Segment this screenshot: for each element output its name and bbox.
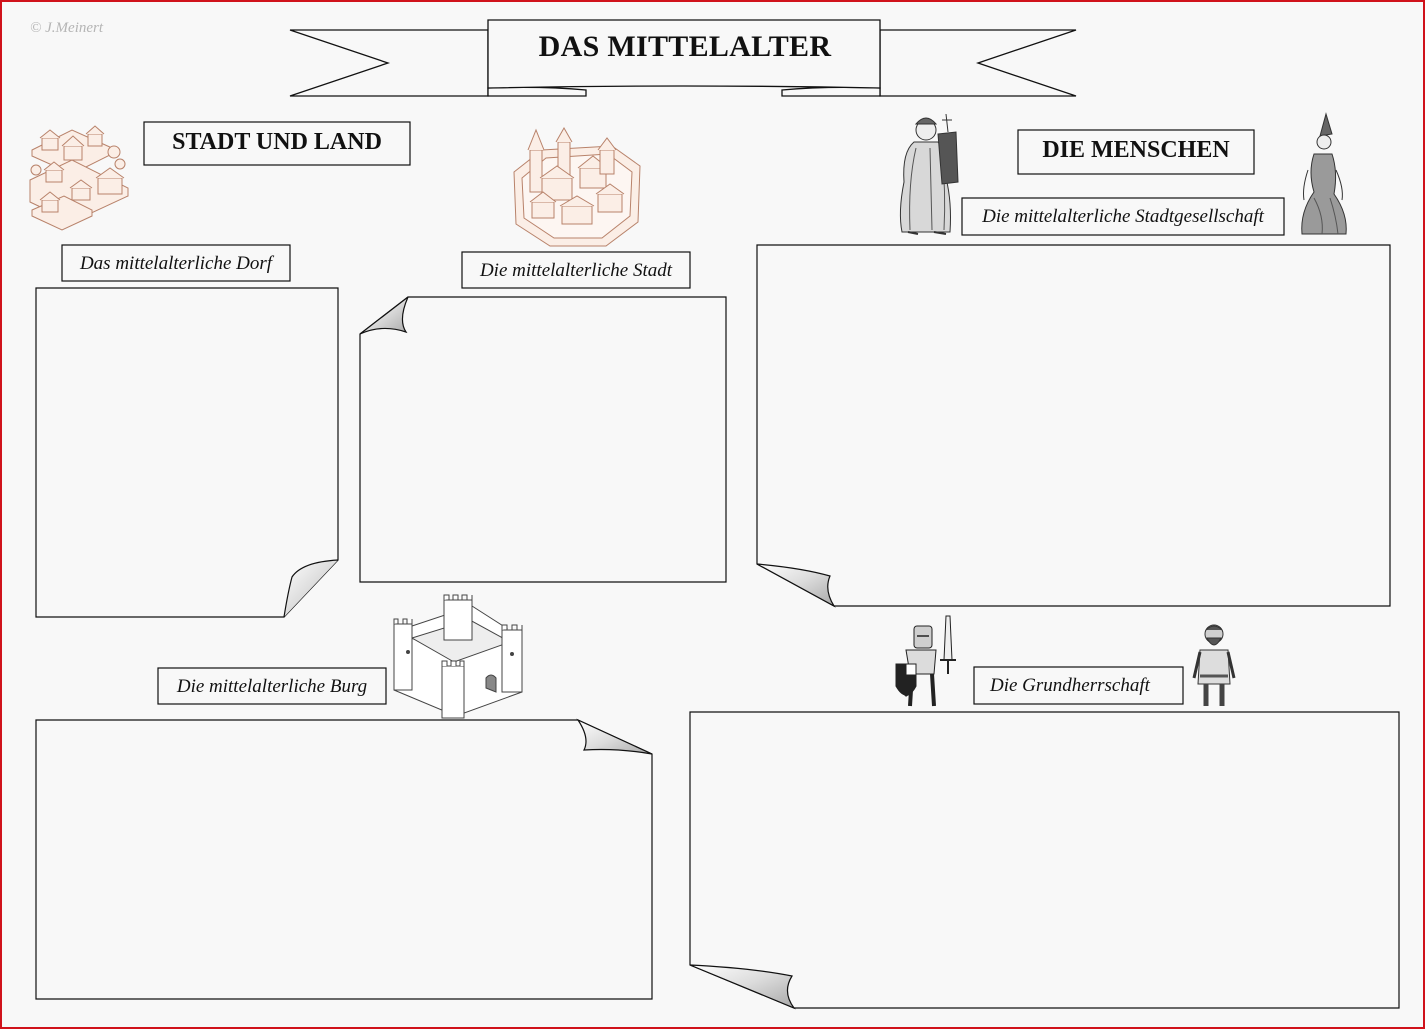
copyright-notice: © J.Meinert: [30, 20, 104, 36]
knight-figure-icon: [895, 615, 956, 707]
label-grundherrschaft: Die Grundherrschaft: [990, 675, 1150, 696]
note-grundherrschaft: [689, 711, 1400, 1010]
label-box-dorf: [61, 244, 291, 282]
label-stadtgesellschaft: Die mittelalterliche Stadtgesellschaft: [982, 206, 1264, 227]
village-icon: [29, 125, 129, 231]
cleric-figure-icon: [899, 113, 959, 235]
label-dorf: Das mittelalterliche Dorf: [79, 253, 273, 274]
heading-box-die-menschen: [1017, 129, 1255, 175]
note-stadt: [359, 296, 727, 583]
label-box-burg: [157, 667, 387, 705]
note-burg: [35, 718, 653, 1000]
note-dorf: [35, 287, 339, 618]
noblewoman-figure-icon: [1301, 112, 1347, 235]
label-box-grundherrschaft: [973, 666, 1184, 705]
heading-die-menschen: DIE MENSCHEN: [1042, 137, 1230, 163]
page-title: DAS MITTELALTER: [538, 30, 832, 63]
heading-stadt-und-land: STADT UND LAND: [172, 129, 382, 155]
note-stadtgesellschaft: [756, 244, 1391, 608]
label-box-stadtgesellschaft: [961, 197, 1285, 236]
castle-icon: [393, 594, 523, 719]
title-banner: [289, 19, 1077, 97]
label-box-stadt: [461, 251, 691, 289]
label-stadt: Die mittelalterliche Stadt: [479, 260, 673, 281]
walled-town-icon: [513, 126, 641, 247]
heading-box-stadt-und-land: [143, 121, 411, 166]
peasant-figure-icon: [1192, 624, 1236, 706]
label-burg: Die mittelalterliche Burg: [176, 676, 368, 697]
